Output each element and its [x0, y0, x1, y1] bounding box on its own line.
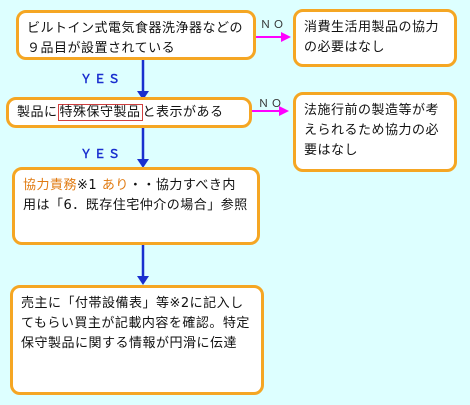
special-maintenance-product-label: 特殊保守製品	[57, 104, 143, 121]
no-cooperation-text-1: 消費生活用製品の協力の必要はなし	[304, 20, 440, 55]
result-box: 売主に「付帯設備表」等※2に記入してもらい買主が記載内容を確認。特定保守製品に関…	[10, 285, 264, 395]
no-cooperation-box-2: 法施行前の製造等が考えられるため協力の必要はなし	[293, 92, 457, 172]
start-condition-box: ビルトイン式電気食器洗浄器などの９品目が設置されている	[16, 10, 256, 60]
product-display-box: 製品に特殊保守製品と表示がある	[6, 97, 252, 128]
cooperation-duty-box: 協力責務※1 あり・・協力すべき内用は「6．既存住宅仲介の場合」参照	[12, 167, 260, 245]
down-arrow-3	[137, 243, 149, 285]
side-arrow-1	[256, 32, 291, 42]
down-arrow-1	[137, 60, 149, 100]
side-arrow-2	[252, 106, 289, 116]
yes-label-2: ＹＥＳ	[80, 147, 123, 161]
cooperation-duty-label: 協力責務	[23, 178, 78, 193]
down-arrow-2	[137, 127, 149, 168]
note-ref-1: ※1	[77, 178, 98, 193]
no-label-1: ＮＯ	[260, 18, 286, 31]
yes-label-1: ＹＥＳ	[80, 72, 123, 86]
no-label-2: ＮＯ	[258, 97, 284, 110]
start-condition-text: ビルトイン式電気食器洗浄器などの９品目が設置されている	[27, 21, 244, 56]
no-cooperation-text-2: 法施行前の製造等が考えられるため協力の必要はなし	[304, 103, 440, 158]
result-text: 売主に「付帯設備表」等※2に記入してもらい買主が記載内容を確認。特定保守製品に関…	[21, 296, 250, 351]
no-cooperation-box-1: 消費生活用製品の協力の必要はなし	[293, 9, 457, 67]
duty-exists-label: あり	[101, 178, 129, 193]
cooperation-detail-text: ・・協力すべき内用は「6．既存住宅仲介の場合」参照	[23, 178, 248, 213]
display-text-after: と表示がある	[142, 105, 224, 120]
display-text-before: 製品に	[17, 105, 58, 120]
